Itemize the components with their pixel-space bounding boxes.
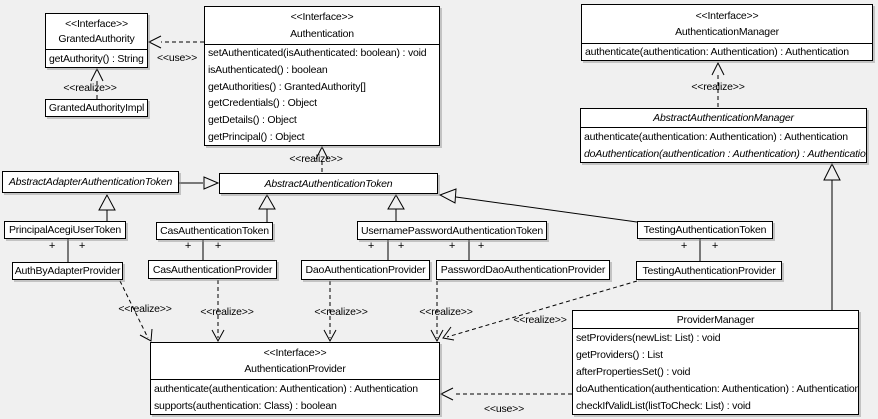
method: supports(authentication: Class) : boolea… [154, 399, 337, 412]
multiplicity-plus: + [48, 240, 56, 252]
class-name: AbstractAuthenticationManager [653, 112, 794, 124]
class-abstract-authentication-token: AbstractAuthenticationToken [219, 173, 438, 194]
multiplicity-plus: + [184, 240, 192, 252]
realize-label: <<realize>> [200, 306, 254, 318]
class-name: AbstractAdapterAuthenticationToken [8, 176, 173, 188]
class-auth-by-adapter-provider: AuthByAdapterProvider [12, 262, 123, 280]
stereotype: <<Interface>> [263, 347, 327, 359]
class-name: AbstractAuthenticationToken [264, 177, 393, 190]
class-principal-acegi-user-token: PrincipalAcegiUserToken [4, 221, 126, 239]
stereotype: <<Interface>> [290, 11, 354, 24]
realize-label: <<realize>> [314, 306, 368, 318]
method: getProviders() : List [576, 348, 663, 361]
use-label: <<use>> [156, 52, 198, 64]
multiplicity-plus: + [78, 240, 86, 252]
class-authentication: <<Interface>> Authentication setAuthenti… [204, 6, 440, 146]
method: authenticate(authentication: Authenticat… [585, 46, 849, 58]
method: getCredentials() : Object [208, 97, 317, 110]
class-username-password-authentication-token: UsernamePasswordAuthenticationToken [357, 221, 547, 240]
class-name: DaoAuthenticationProvider [305, 264, 426, 276]
class-name: TestingAuthenticationProvider [642, 264, 776, 277]
multiplicity-plus: + [397, 240, 405, 252]
method: getAuthority() : String [49, 52, 144, 65]
multiplicity-plus: + [711, 240, 719, 252]
realization-edges [96, 74, 719, 339]
method: doAuthentication(authentication : Authen… [584, 147, 866, 160]
multiplicity-plus: + [477, 240, 485, 252]
class-authentication-provider: <<Interface>> AuthenticationProvider aut… [150, 342, 440, 415]
stereotype: <<Interface>> [65, 17, 128, 30]
dependency-edges [161, 41, 572, 395]
method: getPrincipal() : Object [208, 130, 305, 143]
class-cas-authentication-provider: CasAuthenticationProvider [148, 260, 277, 279]
class-name: AuthByAdapterProvider [14, 265, 121, 277]
use-label: <<use>> [483, 403, 525, 415]
generalization-edges [98, 162, 841, 310]
realize-label: <<realize>> [63, 82, 117, 94]
class-name: ProviderManager [676, 313, 755, 326]
class-provider-manager: ProviderManager setProviders(newList: Li… [572, 310, 859, 415]
realize-label: <<realize>> [419, 306, 473, 318]
class-cas-authentication-token: CasAuthenticationToken [156, 222, 273, 240]
method: doAuthentication(authentication: Authent… [576, 382, 858, 395]
class-granted-authority-impl: GrantedAuthorityImpl [45, 99, 148, 117]
stereotype: <<Interface>> [695, 9, 759, 22]
class-dao-authentication-provider: DaoAuthenticationProvider [301, 260, 430, 280]
realize-label: <<realize>> [118, 303, 172, 315]
multiplicity-plus: + [367, 240, 375, 252]
class-name: PasswordDaoAuthenticationProvider [440, 264, 606, 276]
multiplicity-plus: + [214, 240, 222, 252]
realize-label: <<realize>> [691, 81, 745, 93]
multiplicity-plus: + [680, 240, 688, 252]
class-name: UsernamePasswordAuthenticationToken [360, 224, 544, 237]
association-edges [67, 239, 701, 262]
class-abstract-adapter-authentication-token: AbstractAdapterAuthenticationToken [2, 171, 179, 193]
method: checkIfValidList(listToCheck: List) : vo… [576, 399, 751, 412]
method: getDetails() : Object [208, 114, 297, 127]
realization-arrowheads [90, 61, 725, 343]
realize-label: <<realize>> [289, 153, 343, 165]
class-name: CasAuthenticationToken [160, 225, 269, 237]
class-testing-authentication-token: TestingAuthenticationToken [637, 221, 773, 239]
multiplicity-plus: + [448, 240, 456, 252]
realize-label: <<realize>> [513, 314, 567, 326]
class-abstract-authentication-manager: AbstractAuthenticationManager authentica… [580, 108, 867, 163]
method: isAuthenticated() : boolean [208, 64, 328, 76]
class-name: AuthenticationProvider [244, 363, 346, 375]
method: authenticate(authentication: Authenticat… [154, 382, 418, 395]
method: setProviders(newList: List) : void [576, 331, 721, 344]
dependency-arrowheads [147, 35, 454, 401]
class-name: Authentication [290, 27, 354, 40]
method: setAuthenticated(isAuthenticated: boolea… [208, 47, 427, 60]
class-name: CasAuthenticationProvider [152, 263, 273, 276]
class-name: PrincipalAcegiUserToken [8, 224, 122, 236]
class-name: TestingAuthenticationToken [643, 224, 767, 236]
class-password-dao-authentication-provider: PasswordDaoAuthenticationProvider [436, 260, 610, 280]
class-granted-authority: <<Interface>> GrantedAuthority getAuthor… [45, 13, 148, 68]
method: getAuthorities() : GrantedAuthority[] [208, 80, 366, 93]
class-name: AuthenticationManager [675, 26, 779, 39]
method: authenticate(authentication: Authenticat… [584, 130, 848, 143]
class-testing-authentication-provider: TestingAuthenticationProvider [636, 261, 782, 280]
class-name: GrantedAuthority [58, 33, 135, 46]
class-authentication-manager: <<Interface>> AuthenticationManager auth… [581, 4, 873, 61]
method: afterPropertiesSet() : void [576, 365, 691, 378]
class-name: GrantedAuthorityImpl [48, 102, 145, 114]
